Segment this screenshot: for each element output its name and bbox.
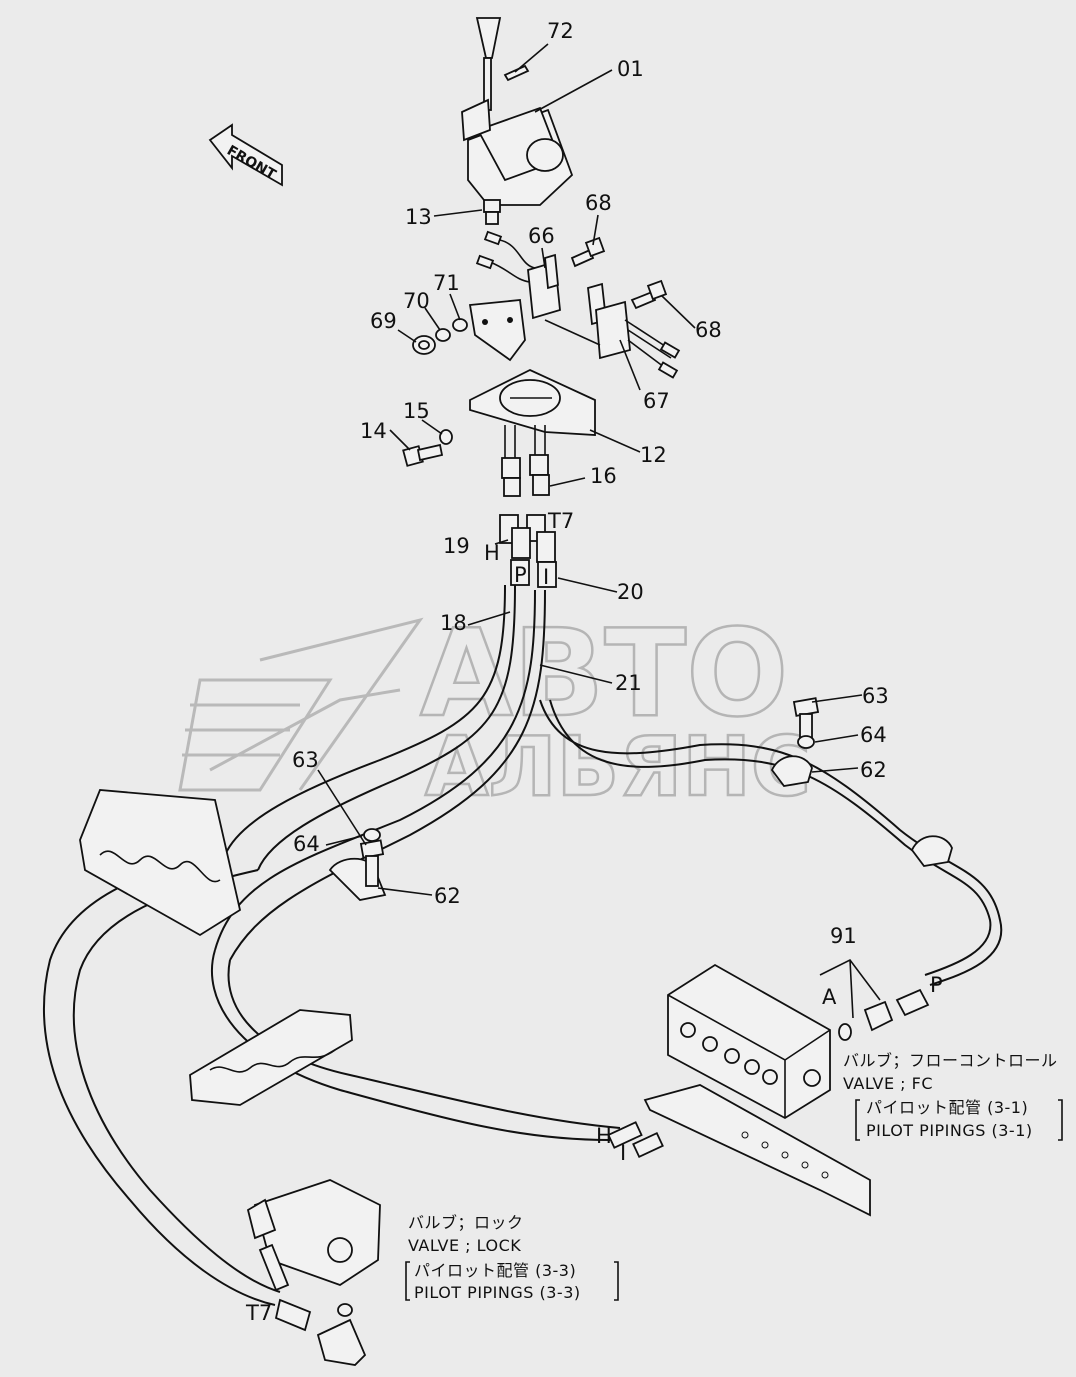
note-fc-jp: バルブ；フローコントロール xyxy=(843,1051,1058,1070)
bolt-14 xyxy=(402,443,444,467)
label-72: 72 xyxy=(547,19,574,43)
label-01: 01 xyxy=(617,57,644,81)
washer-71 xyxy=(452,318,468,332)
label-68-lower: 68 xyxy=(695,318,722,342)
note-brackets xyxy=(405,1099,1063,1301)
nut-69 xyxy=(412,335,436,355)
switch-66 xyxy=(475,230,561,320)
port-p-top: P xyxy=(514,563,527,587)
clamp-62-right xyxy=(770,755,813,787)
fittings-16 xyxy=(501,425,550,497)
label-13: 13 xyxy=(405,205,432,229)
label-63-left: 63 xyxy=(292,748,319,772)
label-68-upper: 68 xyxy=(585,191,612,215)
lock-valve xyxy=(246,1179,381,1317)
port-t7-top: T7 xyxy=(547,509,574,533)
screw-13 xyxy=(483,199,501,225)
hose-ends-top xyxy=(499,514,557,588)
washer-70 xyxy=(435,328,451,342)
port-h-bottom: H xyxy=(596,1124,612,1148)
watermark-line2: АЛЬЯНС xyxy=(425,720,811,815)
note-lock-en: VALVE ; LOCK xyxy=(408,1236,521,1255)
label-67: 67 xyxy=(643,389,670,413)
label-20: 20 xyxy=(617,580,644,604)
leader-lines xyxy=(317,43,863,896)
note-lock-ref-en: PILOT PIPINGS (3-3) xyxy=(414,1283,581,1302)
washer-64-right xyxy=(797,735,815,749)
bracket-plate xyxy=(643,1084,871,1217)
fitting-91 xyxy=(819,958,930,1041)
label-71: 71 xyxy=(433,271,460,295)
screw-68-lower xyxy=(630,279,668,310)
label-63-right: 63 xyxy=(862,684,889,708)
label-64-right: 64 xyxy=(860,723,887,747)
label-21: 21 xyxy=(615,671,642,695)
port-t7-bottom: T7 xyxy=(245,1301,272,1325)
label-70: 70 xyxy=(403,289,430,313)
tee-fitting xyxy=(274,1298,367,1366)
watermark-logo xyxy=(178,617,424,792)
hoses xyxy=(43,584,1003,1306)
front-arrow-icon: FRONT xyxy=(208,123,283,187)
label-15: 15 xyxy=(403,399,430,423)
port-i-top: I xyxy=(543,565,549,589)
note-fc-ref-jp: パイロット配管 (3-1) xyxy=(866,1098,1028,1117)
label-62-left: 62 xyxy=(434,884,461,908)
note-lock-ref-jp: パイロット配管 (3-3) xyxy=(414,1261,576,1280)
switch-67 xyxy=(544,282,681,379)
pin-72 xyxy=(503,64,530,82)
label-69: 69 xyxy=(370,309,397,333)
label-14: 14 xyxy=(360,419,387,443)
port-i-bottom: I xyxy=(620,1141,626,1165)
port-a: A xyxy=(822,985,837,1009)
label-12: 12 xyxy=(640,443,667,467)
clamp-rubber-left xyxy=(79,789,242,937)
hose-end-fittings-bottom xyxy=(607,1121,664,1159)
washer-15 xyxy=(439,429,453,445)
label-91: 91 xyxy=(830,924,857,948)
pilot-valve-01 xyxy=(461,17,574,206)
flow-control-valve xyxy=(667,963,831,1120)
washer-64-left xyxy=(363,828,381,842)
label-18: 18 xyxy=(440,611,467,635)
note-lock-jp: バルブ；ロック xyxy=(408,1213,524,1232)
port-h-top: H xyxy=(484,541,500,565)
clamp-62-far xyxy=(910,835,953,867)
label-64-left: 64 xyxy=(293,832,320,856)
screw-68-upper xyxy=(570,236,606,268)
bolt-63-right xyxy=(792,697,820,739)
note-fc-ref-en: PILOT PIPINGS (3-1) xyxy=(866,1121,1033,1140)
label-66: 66 xyxy=(528,224,555,248)
plate-12 xyxy=(469,369,596,436)
port-p-right: P xyxy=(930,973,943,997)
label-19: 19 xyxy=(443,534,470,558)
watermark-line1: АВТО xyxy=(420,605,788,744)
note-fc-en: VALVE ; FC xyxy=(843,1074,933,1093)
bracket-switch xyxy=(468,299,526,362)
clamp-rubber-middle xyxy=(189,1009,353,1106)
label-16: 16 xyxy=(590,464,617,488)
label-62-right: 62 xyxy=(860,758,887,782)
